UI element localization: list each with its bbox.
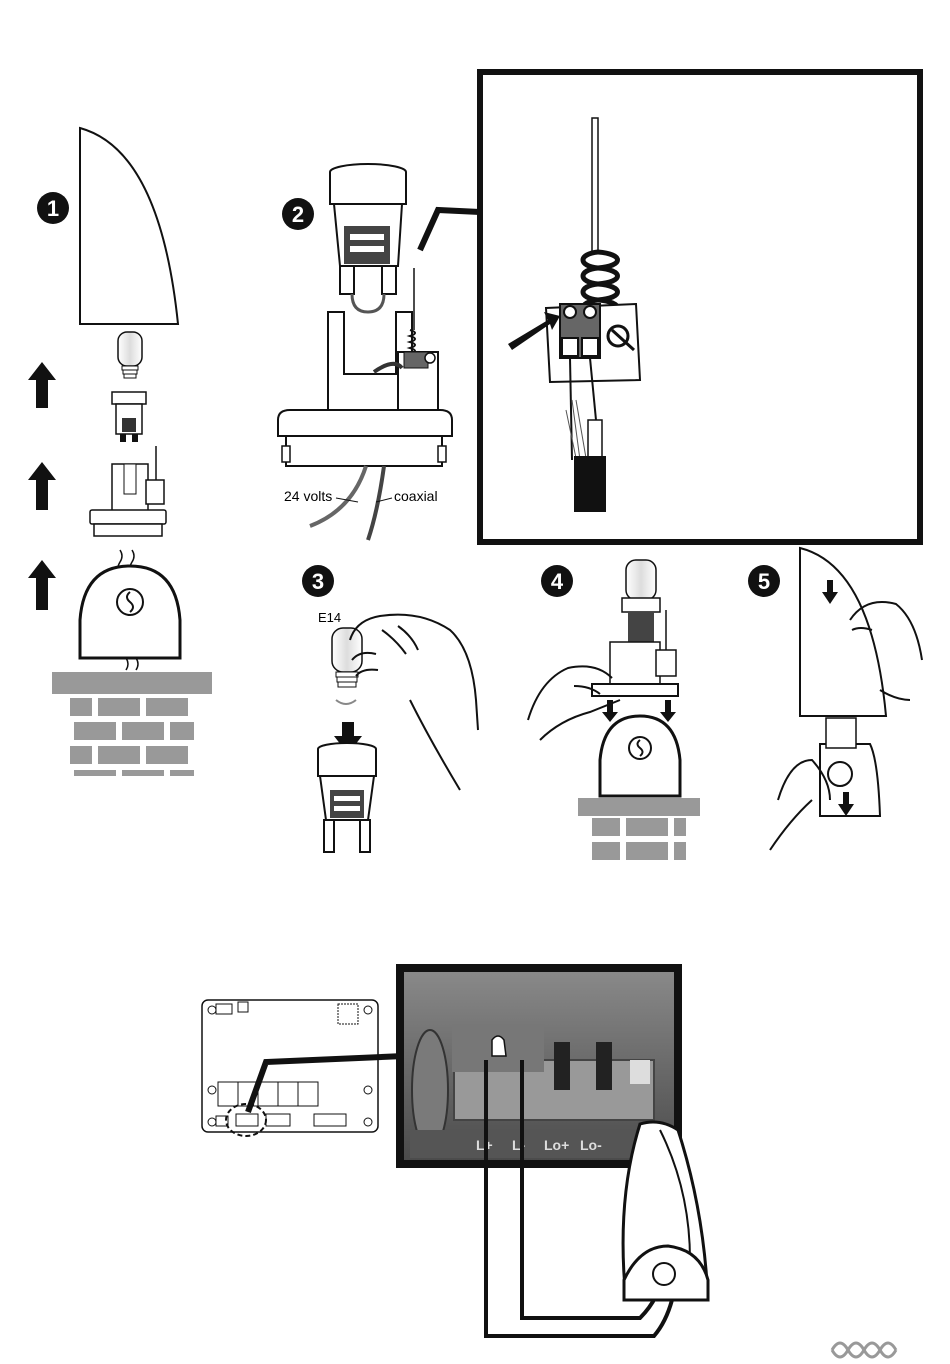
label-24-volts: 24 volts — [284, 488, 332, 504]
label-coaxial: coaxial — [394, 488, 438, 504]
up-arrow-icon — [28, 560, 56, 610]
down-arrow-icon — [660, 700, 676, 722]
hand-icon — [528, 666, 620, 740]
socket-large — [330, 164, 406, 294]
brick-wall — [52, 672, 212, 776]
step-3-panel: 3 E14 — [302, 565, 478, 852]
step-5-number: 5 — [758, 569, 770, 594]
down-arrow-icon — [602, 700, 618, 722]
step-2-panel: 2 — [278, 164, 480, 540]
step-5-panel: 5 — [748, 548, 922, 850]
step-3-number: 3 — [312, 569, 324, 594]
antenna-detail-box — [480, 72, 920, 542]
zoom-connector — [420, 210, 480, 250]
bulb-icon — [332, 628, 362, 704]
brick-wall — [578, 798, 700, 862]
step-1-panel: 1 — [28, 128, 212, 776]
label-e14: E14 — [318, 610, 341, 625]
circuit-board — [202, 1000, 404, 1136]
lamp-cover — [800, 548, 886, 716]
base-unit-small — [90, 446, 166, 536]
brand-logo-icon — [832, 1343, 896, 1357]
step-2-number: 2 — [292, 202, 304, 227]
socket — [112, 392, 146, 442]
antenna-icon — [592, 118, 598, 252]
up-arrow-icon — [28, 362, 56, 408]
base-housing — [278, 268, 452, 466]
lamp-cover — [80, 128, 178, 324]
bulb-icon — [626, 560, 656, 600]
wall-lamp-side — [623, 1122, 708, 1300]
terminal-label-3: Lo+ — [544, 1137, 569, 1153]
up-arrow-icon — [28, 462, 56, 510]
step-1-number: 1 — [47, 196, 59, 221]
socket-large — [318, 743, 376, 852]
step-4-number: 4 — [551, 569, 564, 594]
terminal-label-4: Lo- — [580, 1137, 602, 1153]
cable-coaxial — [368, 466, 384, 540]
bulb-icon — [118, 332, 142, 378]
step-4-panel: 4 — [528, 560, 700, 862]
wall-mount — [80, 550, 180, 670]
